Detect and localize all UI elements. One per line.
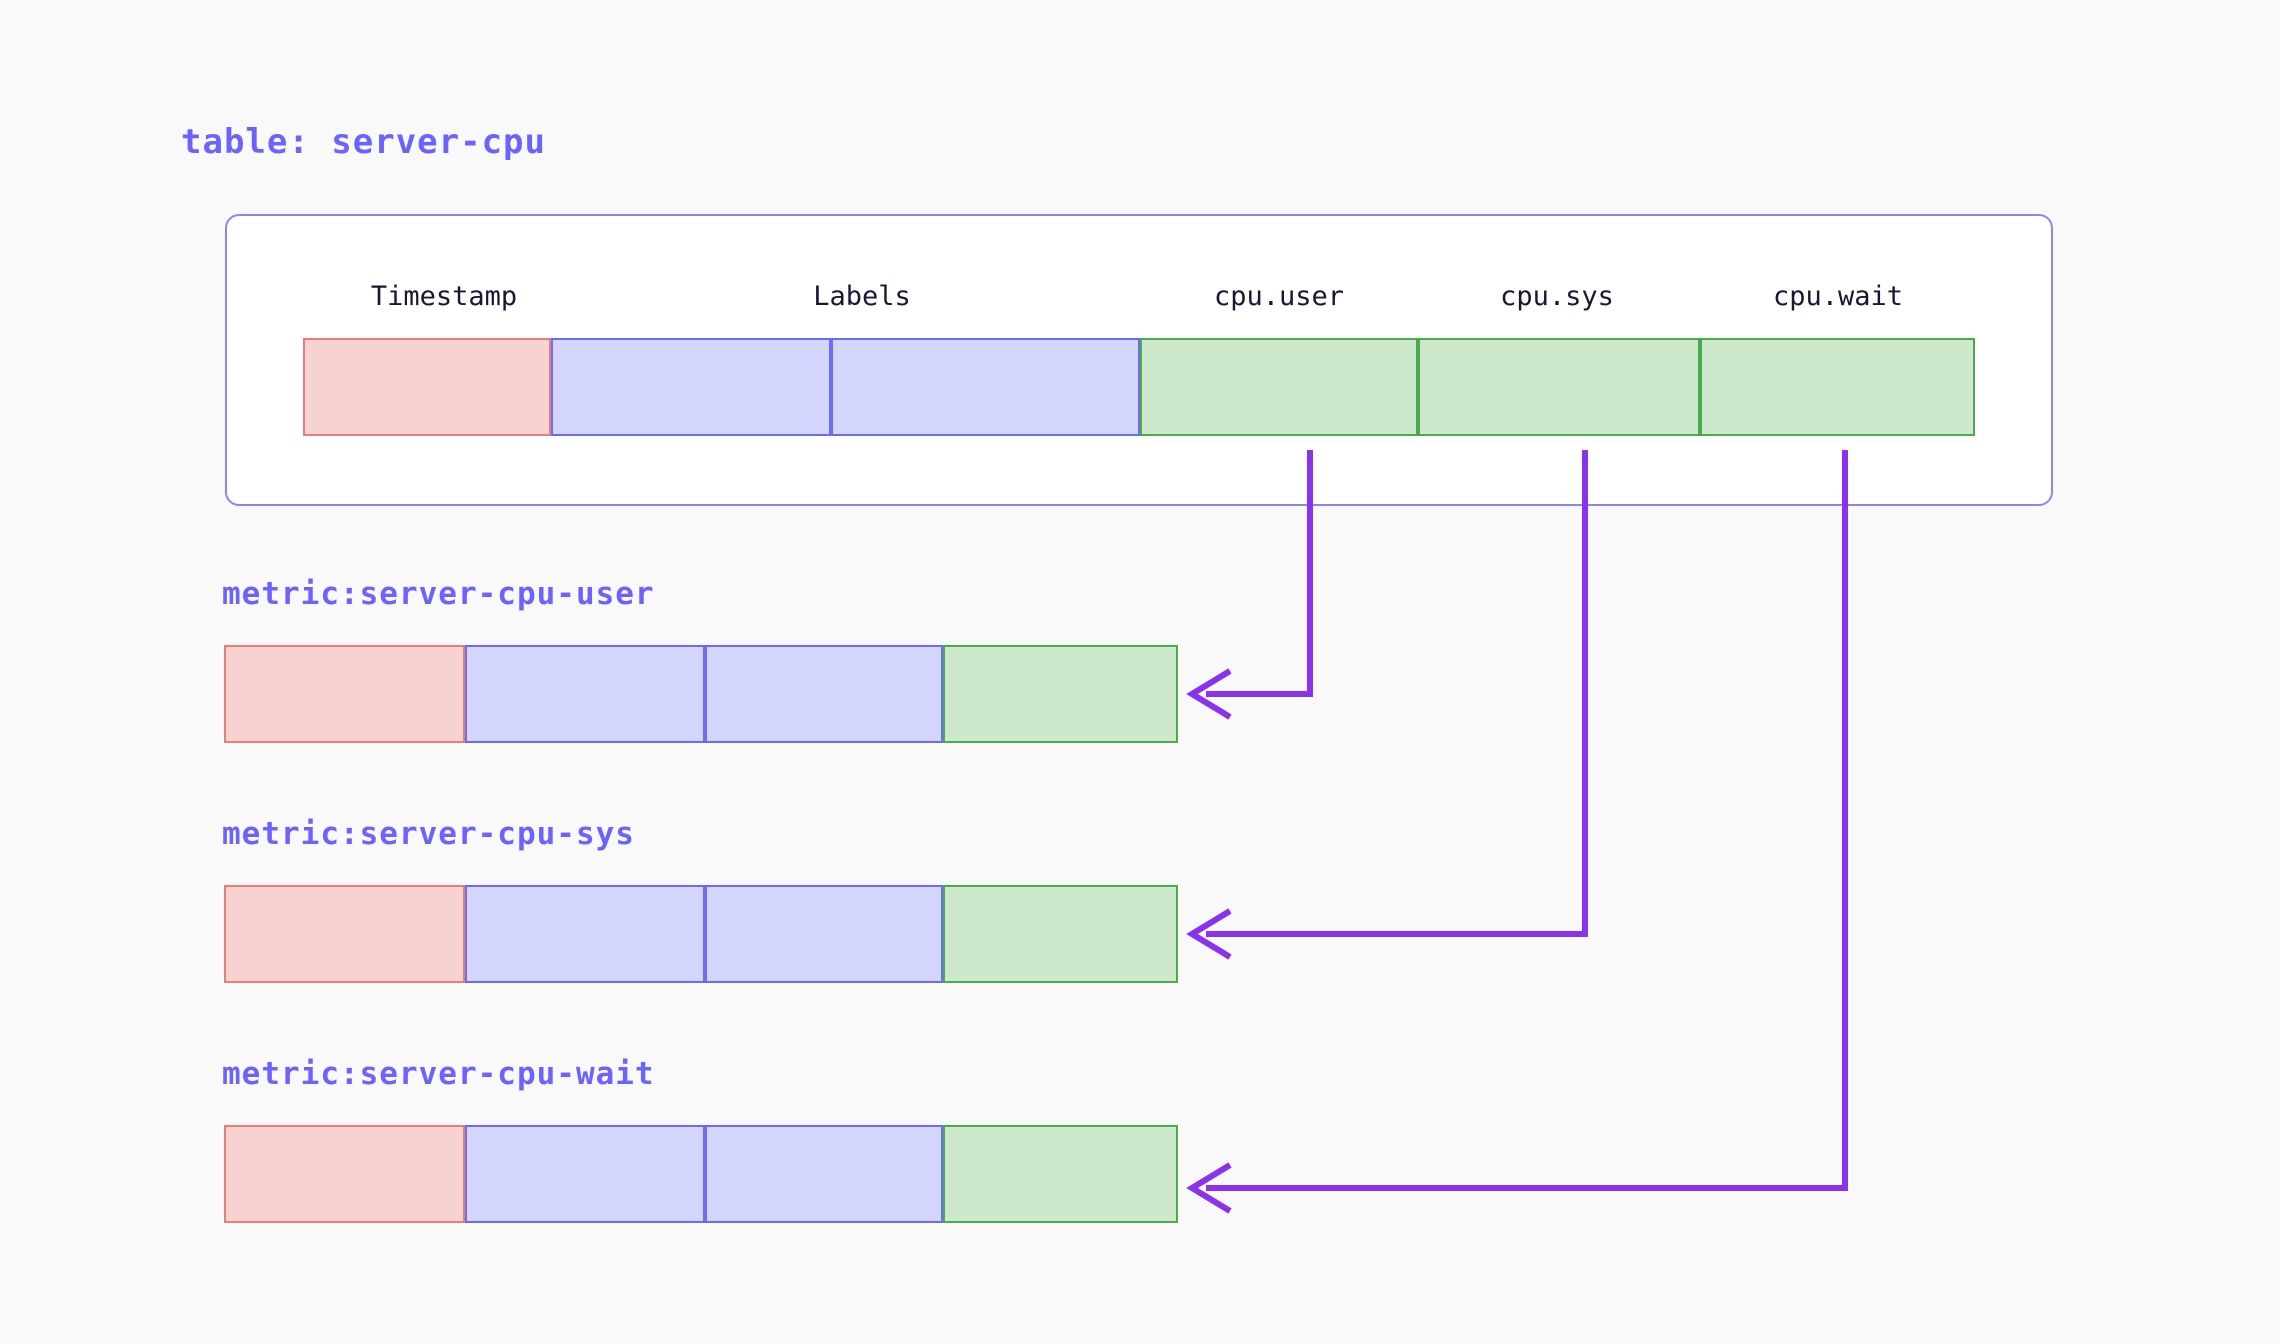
column-header-labels: Labels: [813, 281, 911, 312]
metric-1-cell-label-2: [705, 885, 943, 983]
metric-1-cell-label-1: [465, 885, 705, 983]
metric-title-1: metric:server-cpu-sys: [222, 816, 635, 852]
table-cell-label-2: [831, 338, 1140, 436]
table-cell-value-3: [1140, 338, 1418, 436]
table-cell-label-1: [551, 338, 831, 436]
table-cell-timestamp-0: [303, 338, 551, 436]
table-cell-value-5: [1700, 338, 1975, 436]
column-header-cpu-user: cpu.user: [1213, 281, 1345, 312]
metric-0-cell-value-3: [943, 645, 1178, 743]
metric-0-cell-label-2: [705, 645, 943, 743]
arrow-cpu-wait: [1186, 450, 1848, 1214]
metric-1-cell-timestamp-0: [224, 885, 465, 983]
metric-2-cell-value-3: [943, 1125, 1178, 1223]
metric-1-cell-value-3: [943, 885, 1178, 983]
column-header-cpu-sys: cpu.sys: [1500, 281, 1614, 312]
table-cell-value-4: [1418, 338, 1700, 436]
column-header-cpu-wait: cpu.wait: [1772, 281, 1904, 312]
metric-2-cell-timestamp-0: [224, 1125, 465, 1223]
metric-title-2: metric:server-cpu-wait: [222, 1056, 655, 1092]
metric-2-cell-label-2: [705, 1125, 943, 1223]
metric-0-cell-timestamp-0: [224, 645, 465, 743]
table-title: table: server-cpu: [181, 122, 546, 162]
metric-title-0: metric:server-cpu-user: [222, 576, 655, 612]
metric-0-cell-label-1: [465, 645, 705, 743]
metric-2-cell-label-1: [465, 1125, 705, 1223]
arrow-cpu-sys: [1186, 450, 1588, 960]
column-header-timestamp: Timestamp: [370, 281, 518, 312]
